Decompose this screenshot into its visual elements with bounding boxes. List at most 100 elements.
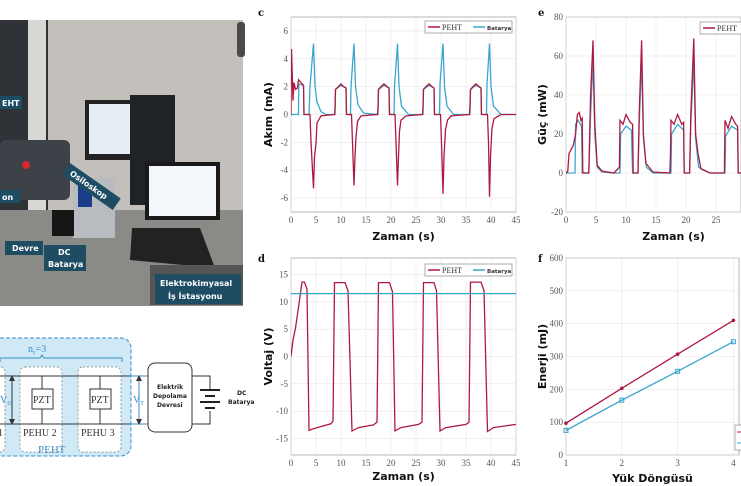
data-point-peht [564,421,568,425]
y-tick-label: -4 [281,165,289,175]
series-line-peht [566,319,734,424]
y-tick-label: -6 [281,193,289,203]
legend-box [699,21,741,35]
y-tick-label: 0 [284,352,289,362]
y-tick-label: -10 [276,406,288,416]
y-tick-label: 0 [559,450,564,460]
laptop-keyboard [130,228,215,268]
emergency-button [22,161,30,169]
machine-base [0,140,70,200]
legend-label: PEHT [717,24,737,33]
label-circuit: Devre [5,241,43,255]
y-tick-label: 300 [550,352,564,362]
x-tick-label: 20 [387,215,397,225]
series-line-peht [566,38,741,174]
x-tick-label: 25 [712,215,722,225]
x-tick-label: 15 [652,215,662,225]
panel-label: c [258,8,264,19]
y-tick-label: 4 [284,54,289,64]
x-tick-label: 0 [289,458,294,468]
y-axis-label: Akım (mA) [262,82,275,147]
x-axis-label: Zaman (s) [642,230,705,243]
y-tick-label: 0 [559,168,564,178]
legend-label: PEHT [442,23,462,32]
panel-label: d [258,254,265,265]
y-tick-label: -20 [551,207,563,217]
data-point-peht [620,386,624,391]
panel-label: e [538,8,544,19]
group-brace [0,354,123,362]
x-tick-label: 40 [487,215,497,225]
monitor-screen [89,104,133,154]
x-tick-label: 35 [462,458,472,468]
label-cut: on [0,190,20,203]
data-point-peht [731,318,736,323]
series-line-peht [291,48,516,197]
y-tick-label: 500 [550,286,564,296]
pzt-2 [31,388,54,410]
y-tick-label: 6 [284,26,289,36]
pehu-3-label: PEHU 3 [81,428,115,439]
x-tick-label: 25 [412,215,422,225]
peht-label: PEHT [38,444,66,456]
y-tick-label: -15 [276,434,288,444]
data-point-batarya [619,397,625,403]
laptop-screen [149,166,216,216]
vu-label: VU [0,395,12,407]
legend-box [424,263,513,277]
x-tick-label: 30 [437,458,447,468]
x-axis-label: Zaman (s) [372,230,435,243]
x-tick-label: 45 [512,458,522,468]
y-tick-label: 5 [284,324,289,334]
pehu-1-label: 1 [0,428,3,439]
x-tick-label: 10 [622,215,632,225]
x-axis-label: Zaman (s) [372,470,435,483]
svg-text:Elektrokimyasal: Elektrokimyasal [160,279,232,288]
pehu-1-box [0,366,6,453]
x-tick-label: 25 [412,458,422,468]
legend-box [424,20,513,34]
pzt-2-label: PZT [33,395,51,406]
y-axis-label: Enerji (mJ) [536,324,549,389]
svg-text:on: on [2,193,13,202]
wall-fixture [237,22,245,57]
x-axis-label: Yük Döngüsü [611,472,693,485]
y-tick-label: 15 [279,269,289,279]
storage-label-3: Devresi [157,402,183,409]
x-tick-label: 5 [314,215,319,225]
legend: PEHT Batarya [424,20,513,34]
x-tick-label: 35 [462,215,472,225]
circuit-diagram: nc=3 PZT PZT VU VT 1 PEHU 2 PEHU 3 PEHT … [0,337,254,457]
x-tick-label: 20 [387,458,397,468]
x-tick-label: 45 [512,215,522,225]
x-tick-label: 40 [487,458,497,468]
dc-battery-label-1: DC [237,390,247,397]
x-tick-label: 10 [337,215,347,225]
data-point-peht [675,352,680,357]
pzt-3 [89,388,112,410]
x-tick-label: 20 [682,215,692,225]
legend-label: PEHT [442,266,462,275]
x-tick-label: 5 [314,458,319,468]
y-tick-label: 200 [550,384,564,394]
y-tick-label: 60 [554,51,564,61]
svg-text:DC: DC [58,248,71,257]
storage-circuit-box [147,362,193,433]
x-tick-label: 4 [731,458,736,468]
y-tick-label: -5 [281,379,289,389]
y-tick-label: 10 [279,297,289,307]
y-tick-label: -2 [281,137,289,147]
y-tick-label: 20 [554,129,564,139]
legend-label: Batarya [487,26,512,32]
svg-text:EHT: EHT [2,99,20,108]
nc-label: nc=3 [28,344,46,356]
